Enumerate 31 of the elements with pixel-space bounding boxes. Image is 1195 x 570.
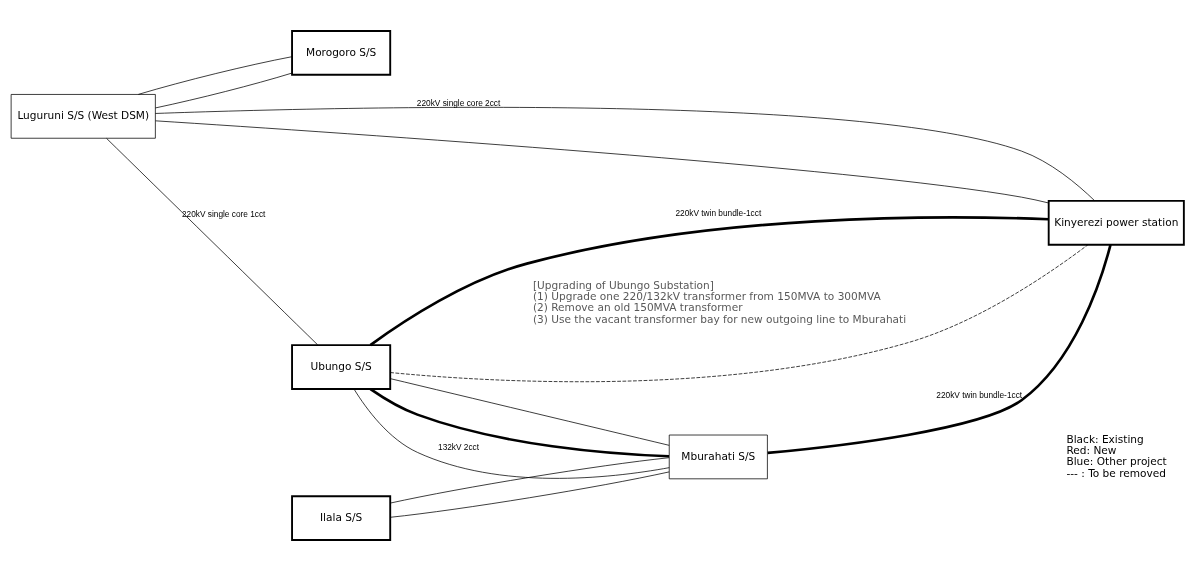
connector: [138, 55, 293, 95]
edge-label: 132kV 2cct: [438, 441, 480, 452]
node-box: Ubungo S/S: [291, 343, 392, 390]
legend-label: Black: Existing: [1066, 432, 1144, 445]
connector: [389, 377, 670, 446]
connector: [155, 119, 1049, 203]
connector: [155, 106, 1096, 201]
connector: [106, 137, 318, 345]
connector: [389, 456, 670, 503]
label: (2) Remove an old 150MVA transformer: [532, 300, 743, 313]
node-box: Kinyerezi power station: [1047, 199, 1185, 246]
legend-label: --- : To be removed: [1066, 466, 1166, 479]
node-box: Mburahati S/S: [668, 434, 768, 479]
edge-label: 220kV twin bundle-1cct: [675, 207, 762, 218]
connector: [155, 72, 293, 108]
node-box: Luguruni S/S (West DSM): [10, 93, 156, 139]
connector: [389, 243, 1089, 382]
legend-label: Red: New: [1066, 443, 1117, 456]
legend-label: Blue: Other project: [1066, 454, 1167, 467]
label: (3) Use the vacant transformer bay for new outgoing line to Mburahati: [532, 312, 907, 325]
node-box: Ilala S/S: [291, 494, 392, 541]
connector: [767, 244, 1112, 454]
connector: [369, 215, 1049, 346]
label: [Upgrading of Ubungo Substation]: [532, 278, 714, 291]
node-box: Morogoro S/S: [291, 29, 392, 76]
connector: [369, 387, 670, 458]
edge-label: 220kV single core 2cct: [416, 97, 501, 108]
label: (1) Upgrade one 220/132kV transformer from 150MVA to 300MVA: [532, 289, 881, 302]
connector: [389, 471, 670, 518]
edge-label: 220kV twin bundle-1cct: [936, 389, 1023, 400]
connector: [353, 388, 670, 479]
